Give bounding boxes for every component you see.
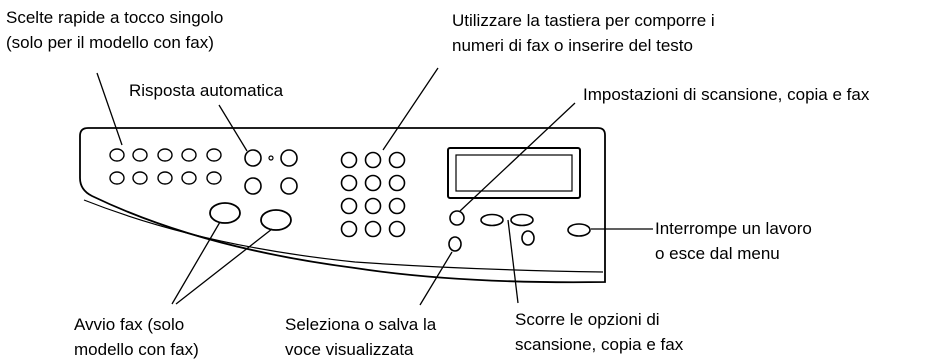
- speed-dial-button: [157, 148, 173, 162]
- speed-dial-button: [157, 171, 173, 185]
- speed-dial-button: [206, 171, 222, 185]
- start-fax-label: Avvio fax (solo modello con fax): [74, 315, 199, 359]
- function-button: [244, 177, 262, 195]
- lcd-display: [447, 147, 581, 199]
- cancel-button: [567, 223, 591, 237]
- cancel-label: Interrompe un lavoro o esce dal menu: [655, 219, 812, 263]
- speed-dial-button: [109, 148, 125, 162]
- leader-select-save: [419, 251, 453, 306]
- keypad-key: [340, 220, 358, 238]
- select-save-label: Seleziona o salva la voce visualizzata: [285, 315, 437, 359]
- settings-label: Impostazioni di scansione, copia e fax: [583, 85, 870, 104]
- speed-dial-button: [132, 171, 148, 185]
- lcd-display-inner: [455, 154, 573, 192]
- speed-dial-buttons: [109, 148, 222, 185]
- scroll-right-button: [510, 213, 534, 227]
- speed-dial-button: [206, 148, 222, 162]
- select-save-button: [448, 236, 462, 252]
- function-button: [280, 177, 298, 195]
- speed-dial-button: [181, 148, 197, 162]
- keypad-key: [340, 197, 358, 215]
- speed-dial-button: [132, 148, 148, 162]
- keypad-label: Utilizzare la tastiera per comporre i nu…: [452, 11, 715, 55]
- leader-speed-dial: [96, 72, 123, 146]
- leader-scroll: [507, 219, 519, 304]
- keypad: [340, 151, 406, 238]
- function-button: [280, 149, 298, 167]
- start-fax-color-button: [260, 209, 292, 231]
- keypad-key: [340, 151, 358, 169]
- auto-answer-button: [244, 149, 262, 167]
- keypad-key: [364, 151, 382, 169]
- panel-front-edge: [83, 199, 604, 273]
- menu-button: [521, 230, 535, 246]
- start-fax-black-button: [209, 202, 241, 224]
- leader-start-fax-color: [175, 228, 273, 305]
- leader-settings: [459, 102, 576, 212]
- keypad-key: [388, 151, 406, 169]
- speed-dial-label: Scelte rapide a tocco singolo (solo per …: [6, 8, 224, 52]
- keypad-key: [388, 197, 406, 215]
- keypad-key: [364, 197, 382, 215]
- leader-keypad: [382, 67, 439, 151]
- auto-answer-led: [268, 155, 274, 161]
- auto-answer-label: Risposta automatica: [129, 81, 284, 100]
- speed-dial-button: [109, 171, 125, 185]
- keypad-key: [388, 174, 406, 192]
- keypad-key: [364, 174, 382, 192]
- speed-dial-button: [181, 171, 197, 185]
- leader-auto-answer: [218, 104, 248, 152]
- panel-outline: [79, 127, 606, 284]
- settings-button: [449, 210, 465, 226]
- scroll-left-button: [480, 213, 504, 227]
- leader-start-fax-black: [171, 221, 221, 305]
- keypad-key: [364, 220, 382, 238]
- scroll-label: Scorre le opzioni di scansione, copia e …: [515, 310, 684, 354]
- keypad-key: [388, 220, 406, 238]
- keypad-key: [340, 174, 358, 192]
